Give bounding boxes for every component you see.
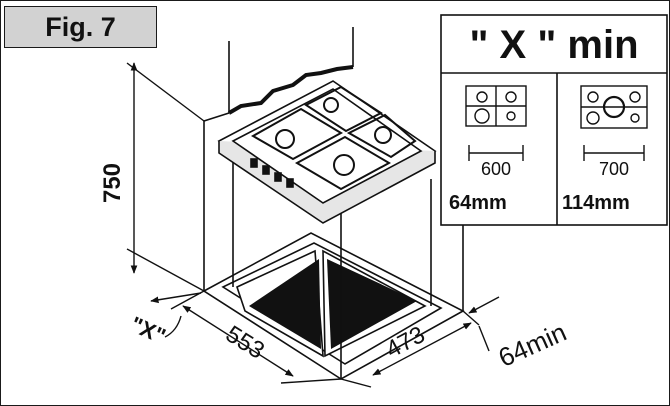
height-dimension-line — [126, 62, 205, 292]
cutout-opening-right — [327, 259, 417, 349]
height-label: 750 — [99, 163, 126, 203]
left-clearance-label: 64mm — [449, 192, 507, 214]
x-min-title: " X " min — [469, 23, 638, 67]
hob-icon-small — [465, 85, 527, 161]
width-dimension-line — [340, 310, 480, 388]
x-min-panel — [440, 14, 668, 226]
hob-icon-large — [580, 85, 648, 161]
left-width-label: 600 — [481, 159, 511, 179]
rear-clearance-label: 64min — [494, 317, 571, 373]
figure-label: Fig. 7 — [4, 6, 157, 48]
depth-label: 553 — [221, 321, 269, 365]
hob — [217, 80, 437, 224]
right-clearance-label: 114mm — [562, 192, 630, 214]
rear-clearance-line — [468, 296, 500, 352]
cutout-opening — [249, 259, 321, 349]
wall-panel — [203, 27, 354, 122]
width-label: 473 — [381, 321, 429, 364]
x-dimension-line — [150, 292, 202, 338]
right-width-label: 700 — [599, 159, 629, 179]
x-marker-label: "X" — [127, 311, 170, 348]
